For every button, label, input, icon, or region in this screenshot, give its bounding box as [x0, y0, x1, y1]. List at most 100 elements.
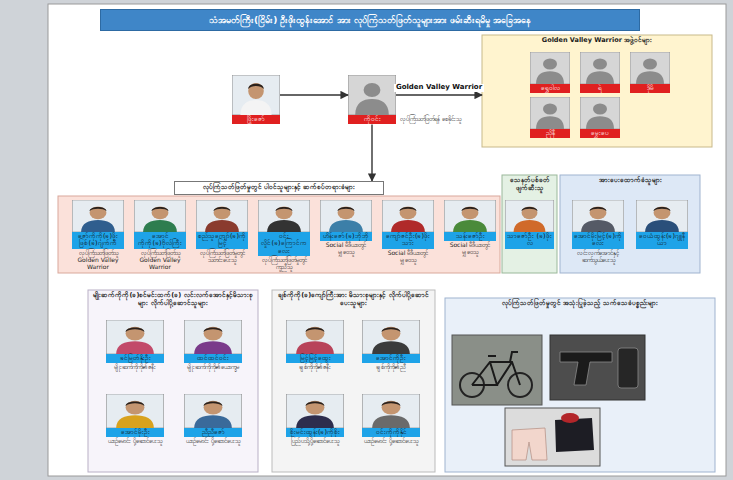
person-name: အောင်မိုးမြင့်(ခ)ကိုလေး: [572, 232, 624, 249]
role-caption: ချစ်ကိုကို၏ ဇနီး: [286, 363, 344, 371]
panel-heading: Golden Valley Warrior အဖွဲ့ဝင်များ: [482, 35, 712, 47]
photo-space: [630, 52, 670, 84]
person-photo: [320, 200, 372, 232]
person-photo: [505, 200, 554, 232]
group-panel: လုပ်ကြံသတ်ဖြတ်မှုတွင် အသုံးပြုခဲ့သည့် သက…: [445, 298, 715, 472]
panel-fill: [560, 175, 700, 273]
photo-space: [530, 97, 570, 129]
person-name: အောင်မိုးဦး: [106, 428, 164, 437]
diagram-title: သံအမတ်ကြီး(ငြိမ်း) ဦးဖိုးထွန်းအောင် အား …: [203, 13, 537, 28]
panel-heading: ချစ်ကိုကို(ခ)ကျော်ကြီးအား မိသားစုများနှင…: [272, 290, 435, 310]
person-card: အောင်ကိုကို(ခ)ဗိုလ်ကြီးလုပ်ကြံသတ်ဖြတ်သူ …: [134, 200, 186, 271]
person-name: ညိုနီ: [530, 129, 570, 138]
red-cap: [561, 413, 579, 423]
photo-space: [580, 97, 620, 129]
photo-space: [636, 200, 688, 232]
photo-space: [196, 200, 248, 232]
person-card: ညီညီဇော်ယာဉ်မောင်း ပို့ဆောင်ပေးသူ: [184, 394, 242, 445]
person-card: ဝင်းလှိုင်(ခ)ကြောင်ကလေးလုပ်ကြံသတ်ဖြတ်မှု…: [258, 200, 310, 271]
person-photo: [106, 320, 164, 354]
person-name: စည်သူကျော်(ခ)ကိုမြင့်: [196, 232, 248, 249]
person-photo: [572, 200, 624, 232]
person-card: ဝေယံထွန်း(ခ)ဂျူနီယာ: [636, 200, 688, 249]
person-card: ဖြိုးဇော်: [232, 75, 280, 124]
gun-shape: [560, 352, 612, 385]
panel-heading: မျိုးဆက်ကိုကို(ခ)စင်မင်းထက်(ခ) လင်းလက်အေ…: [88, 290, 258, 310]
group-panel: အားပေးထောက်ခံသူများအောင်မိုးမြင့်(ခ)ကိုလ…: [560, 175, 700, 273]
photo-space: [320, 200, 372, 232]
connector-arrow: [396, 94, 482, 95]
person-photo: [362, 320, 420, 354]
role-caption: ယာဉ်မောင်း ပို့ဆောင်ပေးသူ: [106, 437, 164, 445]
person-card: ဒိုမိ: [630, 52, 670, 93]
photo-space: [572, 200, 624, 232]
person-card: အောင်မိုးဦးယာဉ်မောင်း ပို့ဆောင်ပေးသူ: [106, 394, 164, 445]
person-card: အောင်ကိုဦးချစ်ကိုကို၏ ညီ: [362, 320, 420, 371]
person-photo: [106, 394, 164, 428]
person-card: ကိုဝင်းလုပ်ကြံသတ်ဖြတ်ရန် စေခိုင်းသူ: [348, 75, 396, 124]
person-name: စိုးမင်းထွန်း(ခ)ကိုစိုး: [286, 428, 344, 437]
person-silhouette: [530, 52, 570, 84]
person-photo: [636, 200, 688, 232]
person-name: ထင်ထင်ဝင်း: [184, 354, 242, 363]
person-silhouette: [580, 97, 620, 129]
photo-space: [362, 394, 420, 428]
evidence-bicycle: [452, 335, 542, 405]
person-card: ခင်မြတ်နိုးဦးမျိုးဆက်ကိုကို၏ ဇနီး: [106, 320, 164, 371]
person-card: အောင်မိုးမြင့်(ခ)ကိုလေးလင်းလက်အောင်နှင့်…: [572, 200, 624, 264]
photo-space: [444, 200, 496, 232]
person-silhouette: [530, 97, 570, 129]
person-name: သာဇော်ဦး (ခ)ဖိုးလ: [505, 232, 554, 249]
person-name: ဝင်းလှိုင်(ခ)ကြောင်ကလေး: [258, 232, 310, 256]
role-caption: ယာဉ်မောင်း ပို့ဆောင်ပေးသူ: [362, 437, 420, 445]
photo-space: [184, 394, 242, 428]
person-photo: [444, 200, 496, 232]
person-silhouette: [580, 52, 620, 84]
person-photo: [196, 200, 248, 232]
person-card: ထင်ထင်ဝင်းမျိုးဆက်ကိုကို၏ ယောက္ခမ: [184, 320, 242, 371]
person-name: ဝင်းကိုကိုနိုင်: [362, 428, 420, 437]
panel-fill: [58, 196, 500, 273]
photo-space: [232, 75, 280, 115]
role-caption: လုပ်ကြံသတ်ဖြတ်မှုတွင် ကူညီသူ: [258, 256, 310, 271]
person-name: ဟိန်းဇော်(ခ)ဘိုဘို: [320, 232, 372, 241]
person-card: သန်းဇော်ဦးSocial မီဒီယာတွင် မျှဝေသူ: [444, 200, 496, 256]
role-caption: ယာဉ်မောင်း ပို့ဆောင်ပေးသူ: [184, 437, 242, 445]
photo-space: [286, 394, 344, 428]
panel-fill: [482, 35, 712, 147]
person-name: ဖြိုးဇော်: [232, 115, 280, 124]
person-name: မွှေးပေ: [580, 129, 620, 138]
role-caption: လင်းလက်အောင်နှင့် ဆက်သွယ်ပေးသူ: [572, 249, 624, 264]
role-caption: Social မီဒီယာတွင် မျှဝေသူ: [444, 241, 496, 256]
person-name: ခင်မြတ်နိုးဦး: [106, 354, 164, 363]
photo-space: [580, 52, 620, 84]
person-photo: [184, 394, 242, 428]
group-panel: မျိုးဆက်ကိုကို(ခ)စင်မင်းထက်(ခ) လင်းလက်အေ…: [88, 290, 258, 472]
panel-heading: လုပ်ကြံသတ်ဖြတ်မှုတွင် အသုံးပြုခဲ့သည့် သက…: [445, 298, 715, 310]
gun-holster: [618, 348, 638, 388]
person-card: ဟိန်းဇော်(ခ)ဘိုဘိုSocial မီဒီယာတွင် မျှဝ…: [320, 200, 372, 256]
person-name: ကိုဝင်း: [348, 115, 396, 124]
person-card: ကျော်ဇင်ဦး(ခ)ဖိုးသားSocial မီဒီယာတွင် မျ…: [382, 200, 434, 264]
panel-fill: [445, 298, 715, 472]
person-name: ညီညီဇော်: [184, 428, 242, 437]
photo-frame: [550, 335, 645, 400]
role-caption: လုပ်ကြံသတ်ဖြတ်မှုတွင် သတင်းပေးသူ: [196, 249, 248, 264]
photo-space: [72, 200, 124, 232]
person-photo: [362, 394, 420, 428]
photo-space: [106, 394, 164, 428]
edge-label: Golden Valley Warrior: [394, 84, 484, 92]
dark-jacket: [555, 418, 594, 452]
person-silhouette: [348, 75, 396, 115]
person-card: ဇော်ကိုကို(ခ)ဖိုးဖြစ်(ခ)ဂျက်ကီလုပ်ကြံသတ်…: [72, 200, 124, 271]
person-photo: [258, 200, 310, 232]
role-caption: လုပ်ကြံသတ်ဖြတ်သူ Golden Valley Warrior: [134, 249, 186, 271]
panel-heading: အားပေးထောက်ခံသူများ: [560, 175, 700, 187]
role-caption: ပြည်ပသို့ ပို့ဆောင်ပေးသူ: [286, 437, 344, 445]
role-caption: Social မီဒီယာတွင် မျှဝေသူ: [320, 241, 372, 256]
person-card: ဝင်းကိုကိုနိုင်ယာဉ်မောင်း ပို့ဆောင်ပေးသူ: [362, 394, 420, 445]
person-photo: [286, 394, 344, 428]
person-photo: [382, 200, 434, 232]
group-panel: Golden Valley Warrior အဖွဲ့ဝင်များရွှေဝါ…: [482, 35, 712, 147]
